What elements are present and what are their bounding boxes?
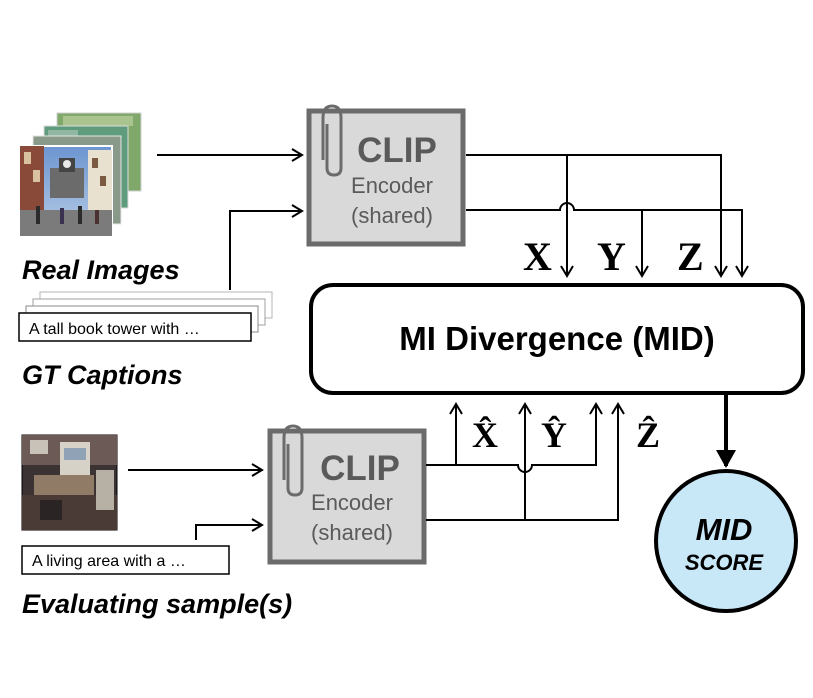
var-y: Y — [597, 234, 626, 279]
clip-title-bottom: CLIP — [320, 449, 400, 488]
encoder-line1-bottom: Encoder — [311, 490, 393, 515]
mid-box-label: MI Divergence (MID) — [399, 320, 714, 357]
var-z: Z — [677, 234, 704, 279]
eval-image — [21, 434, 118, 531]
real-images-label: Real Images — [22, 255, 180, 285]
paperclip-icon — [282, 424, 304, 497]
score-line1: MID — [696, 512, 753, 547]
var-x-hat: X̂ — [472, 415, 498, 455]
clip-title-top: CLIP — [357, 131, 437, 170]
mid-score-badge: MID SCORE — [654, 469, 798, 613]
evaluating-samples-label: Evaluating sample(s) — [22, 589, 292, 619]
gt-captions-label: GT Captions — [22, 360, 183, 390]
score-line2: SCORE — [685, 550, 765, 575]
var-z-hat: Ẑ — [636, 415, 660, 455]
var-y-hat: Ŷ — [541, 415, 567, 455]
bottom-output-lines — [426, 402, 625, 521]
var-x: X — [523, 234, 552, 279]
mid-box: MI Divergence (MID) — [309, 283, 805, 395]
gt-caption-text: A tall book tower with … — [29, 321, 200, 338]
real-image-front — [19, 145, 113, 237]
paperclip-icon — [321, 104, 343, 177]
encoder-line1-top: Encoder — [351, 173, 433, 198]
clip-encoder-bottom: CLIP Encoder (shared) — [267, 424, 427, 565]
encoder-line2-top: (shared) — [351, 203, 433, 228]
input-arrows — [128, 148, 304, 540]
eval-caption-text: A living area with a … — [32, 553, 186, 570]
real-images-stack — [19, 112, 142, 237]
eval-caption-box: A living area with a … — [21, 545, 230, 575]
clip-encoder-top: CLIP Encoder (shared) — [306, 104, 466, 247]
gt-caption-stack: A tall book tower with … — [18, 291, 273, 342]
encoder-line2-bottom: (shared) — [311, 520, 393, 545]
top-output-lines — [466, 154, 749, 278]
